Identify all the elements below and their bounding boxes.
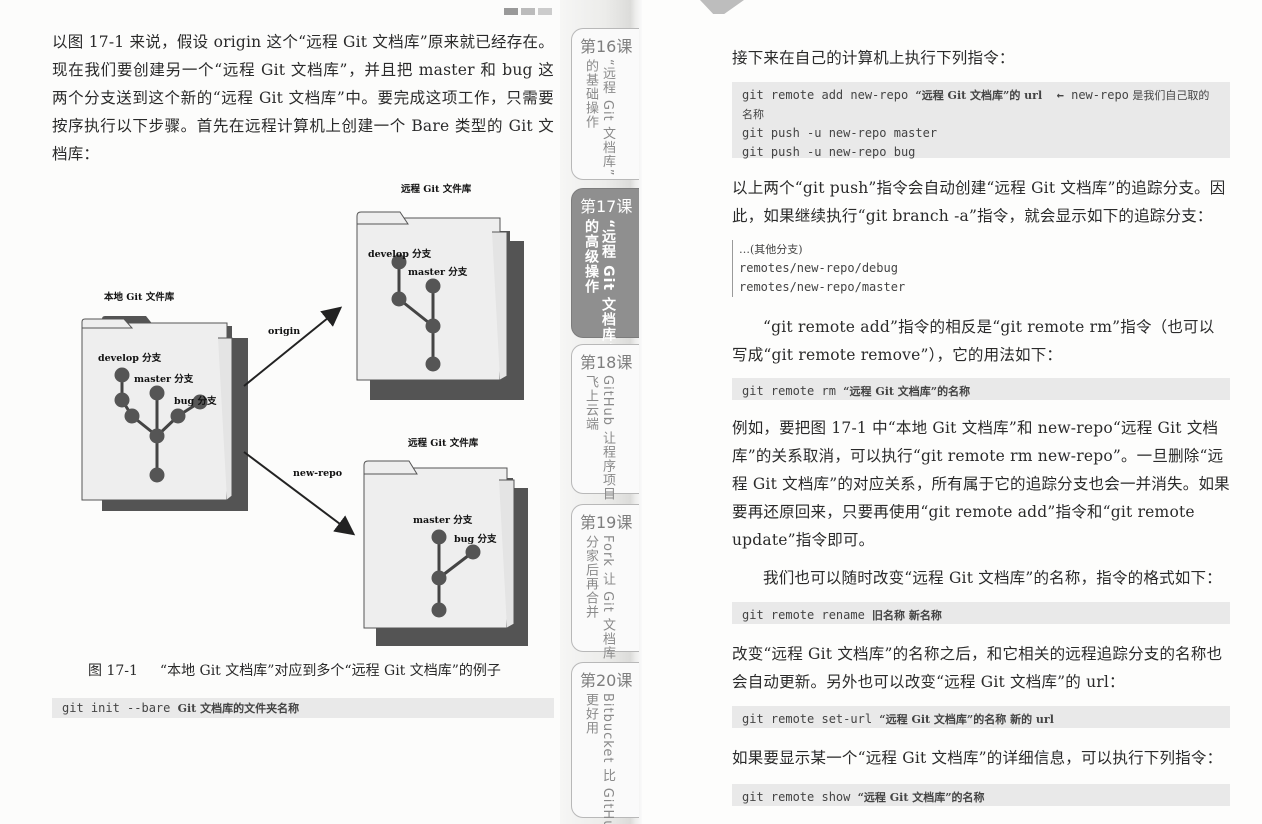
code-block-add-push: git remote add new-repo “远程 Git 文档库”的 ur… bbox=[732, 82, 1230, 159]
tab-subtitle: Bitbucket 比 GitHub bbox=[600, 693, 615, 824]
code-placeholder: “远程 Git 文档库”的名称 新的 url bbox=[879, 713, 1054, 726]
tab-subtitle: 飞上云端 bbox=[583, 375, 598, 431]
code-block-git-init: git init --bare Git 文档库的文件夹名称 bbox=[52, 698, 554, 718]
list-item: remotes/new-repo/debug bbox=[739, 261, 898, 275]
tab-subtitle: Fork 让 Git 文档库 bbox=[600, 535, 615, 661]
arrow-label-origin: origin bbox=[268, 326, 300, 337]
remote-repo-title: 远程 Git 文件库 bbox=[401, 183, 472, 195]
origin-arrow bbox=[243, 306, 343, 387]
branch-label: master 分支 bbox=[413, 514, 473, 526]
new-repo-arrow bbox=[243, 451, 356, 536]
branch-label: develop 分支 bbox=[368, 248, 432, 260]
tab-subtitle: “远程 Git 文档库” bbox=[600, 219, 616, 353]
figure-caption-text: “本地 Git 文档库”对应到多个“远程 Git 文档库”的例子 bbox=[159, 663, 501, 679]
page-corner-decoration bbox=[504, 0, 555, 19]
tracking-branch-list: …(其他分支) remotes/new-repo/debug remotes/n… bbox=[732, 240, 1230, 297]
figure-number: 图 17-1 bbox=[88, 663, 138, 679]
code-line: git push -u new-repo bug bbox=[742, 145, 916, 159]
branch-label: bug 分支 bbox=[174, 395, 217, 407]
paragraph: 改变“远程 Git 文档库”的名称之后，和它相关的远程追踪分支的名称也会自动更新… bbox=[732, 645, 1223, 691]
branch-label: master 分支 bbox=[134, 373, 194, 385]
tab-lesson-20[interactable]: 第20课 Bitbucket 比 GitHub 更好用 bbox=[571, 662, 639, 824]
list-item: remotes/new-repo/master bbox=[739, 280, 906, 294]
tab-subtitle: 的基础操作 bbox=[583, 59, 598, 129]
arrow-icon: ← bbox=[1056, 88, 1064, 102]
paragraph: 接下来在自己的计算机上执行下列指令： bbox=[732, 49, 1015, 67]
code-placeholder: Git 文档库的文件夹名称 bbox=[177, 702, 300, 715]
remote-repo-title: 远程 Git 文件库 bbox=[408, 437, 479, 449]
tab-title: 第19课 bbox=[580, 513, 633, 532]
branch-label: develop 分支 bbox=[98, 352, 162, 364]
remote-repo-new-folder: 远程 Git 文件库 master 分支 bug 分支 bbox=[363, 437, 528, 646]
code-text: git remote rename bbox=[742, 608, 873, 622]
local-repo-title: 本地 Git 文件库 bbox=[104, 291, 175, 303]
branch-label: master 分支 bbox=[408, 266, 468, 278]
code-block-remote-show: git remote show “远程 Git 文档库”的名称 bbox=[732, 784, 1230, 806]
local-repo-folder: 本地 Git 文件库 develop 分支 master 分支 bbox=[81, 291, 248, 511]
code-text: git remote add new-repo bbox=[742, 88, 916, 102]
code-block-set-url: git remote set-url “远程 Git 文档库”的名称 新的 ur… bbox=[732, 706, 1230, 728]
tab-lesson-16[interactable]: 第16课 “远程 Git 文档库” 的基础操作 bbox=[571, 28, 639, 180]
page-corner-decoration bbox=[700, 0, 744, 14]
paragraph: 我们也可以随时改变“远程 Git 文档库”的名称，指令的格式如下： bbox=[763, 569, 1222, 587]
tab-subtitle: GitHub 让程序项目 bbox=[600, 375, 615, 502]
code-placeholder: 旧名称 新名称 bbox=[872, 609, 942, 622]
tab-subtitle: “远程 Git 文档库” bbox=[600, 59, 615, 177]
paragraph: “git remote add”指令的相反是“git remote rm”指令（… bbox=[732, 318, 1215, 364]
arrow-label-new-repo: new-repo bbox=[293, 468, 342, 479]
code-text: git remote set-url bbox=[742, 712, 880, 726]
code-note: 是我们自己取的名称 bbox=[742, 89, 1210, 121]
code-block-remote-rename: git remote rename 旧名称 新名称 bbox=[732, 602, 1230, 624]
tab-title: 第18课 bbox=[580, 353, 633, 372]
tab-title: 第20课 bbox=[580, 671, 633, 690]
tab-lesson-17[interactable]: 第17课 “远程 Git 文档库” 的高级操作 bbox=[571, 188, 639, 352]
tab-lesson-19[interactable]: 第19课 Fork 让 Git 文档库 分家后再合并 bbox=[571, 504, 639, 660]
tab-subtitle: 更好用 bbox=[583, 693, 598, 735]
code-block-remote-rm: git remote rm “远程 Git 文档库”的名称 bbox=[732, 378, 1230, 400]
tab-title: 第16课 bbox=[580, 37, 633, 56]
tab-subtitle: 分家后再合并 bbox=[583, 535, 598, 619]
paragraph: 以上两个“git push”指令会自动创建“远程 Git 文档库”的追踪分支。因… bbox=[732, 179, 1226, 225]
tab-subtitle: 的高级操作 bbox=[583, 219, 599, 294]
code-text: git remote show bbox=[742, 790, 858, 804]
left-page: 以图 17-1 来说，假设 origin 这个“远程 Git 文档库”原来就已经… bbox=[0, 0, 572, 824]
code-placeholder: “远程 Git 文档库”的 url bbox=[915, 89, 1043, 102]
paragraph: 如果要显示某一个“远程 Git 文档库”的详细信息，可以执行下列指令： bbox=[732, 749, 1223, 767]
code-placeholder: “远程 Git 文档库”的名称 bbox=[843, 385, 971, 398]
code-text: git init --bare bbox=[62, 701, 178, 715]
code-line: git push -u new-repo master bbox=[742, 126, 938, 140]
figure-caption: 图 17-1 “本地 Git 文档库”对应到多个“远程 Git 文档库”的例子 bbox=[88, 660, 548, 680]
branch-label: bug 分支 bbox=[454, 533, 497, 545]
tab-title: 第17课 bbox=[580, 197, 633, 216]
figure-17-1: 本地 Git 文件库 develop 分支 master 分支 bbox=[52, 178, 552, 648]
tab-lesson-18[interactable]: 第18课 GitHub 让程序项目 飞上云端 bbox=[571, 344, 639, 501]
paragraph: 例如，要把图 17-1 中“本地 Git 文档库”和 new-repo“远程 G… bbox=[732, 419, 1230, 549]
code-placeholder: “远程 Git 文档库”的名称 bbox=[857, 791, 985, 804]
list-item: …(其他分支) bbox=[739, 243, 803, 256]
intro-paragraph: 以图 17-1 来说，假设 origin 这个“远程 Git 文档库”原来就已经… bbox=[52, 33, 554, 163]
code-text: git remote rm bbox=[742, 384, 844, 398]
code-note-code: new-repo bbox=[1071, 88, 1129, 102]
remote-repo-origin-folder: 远程 Git 文件库 develop 分支 master 分支 bbox=[356, 183, 524, 400]
